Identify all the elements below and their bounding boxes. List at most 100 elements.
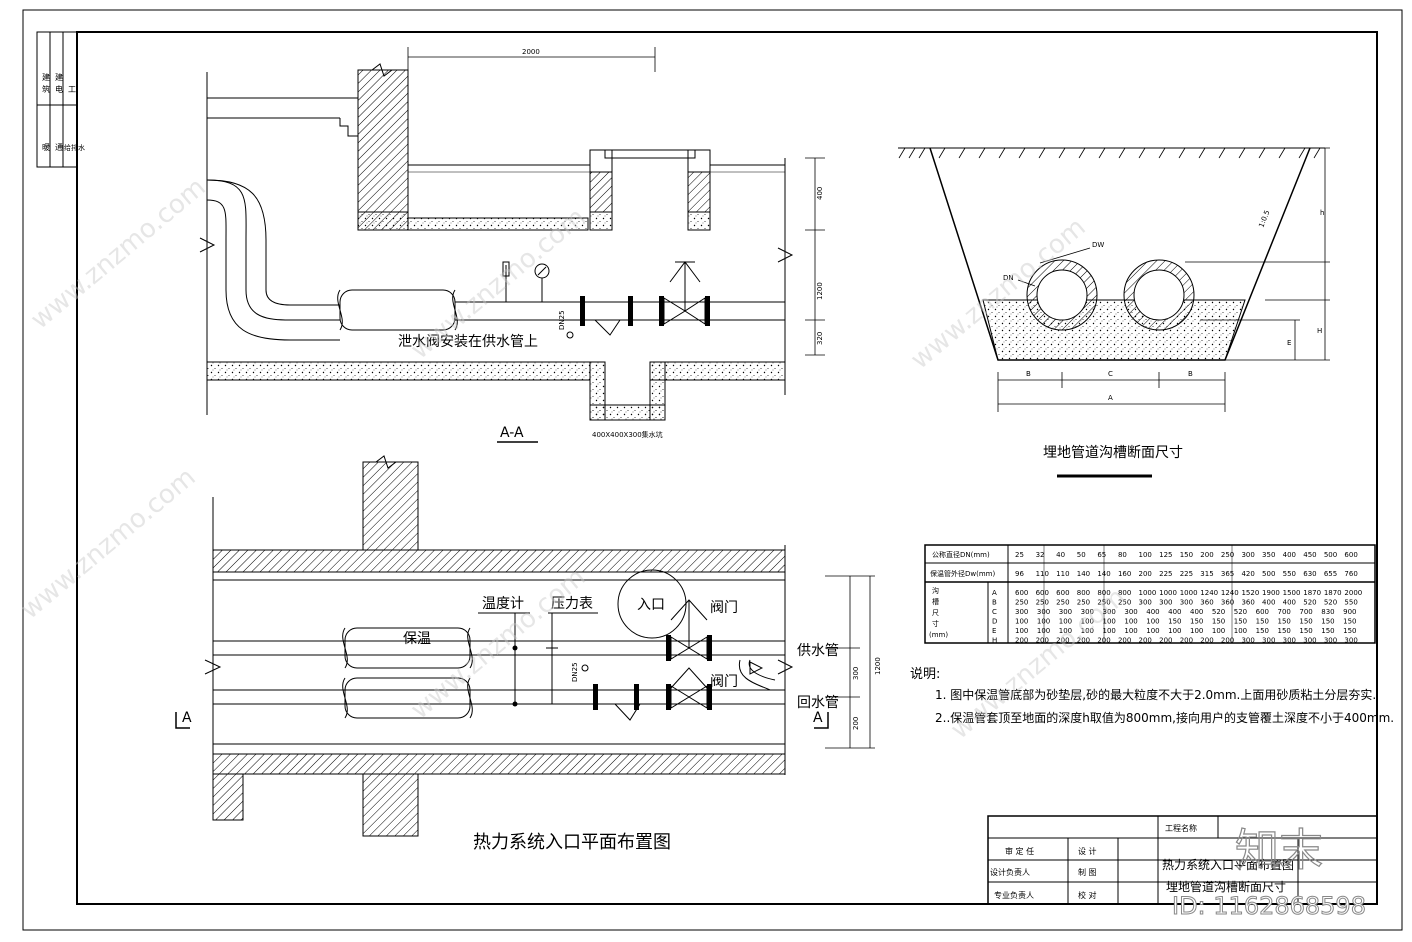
table-cell: 100 <box>1190 627 1203 635</box>
tb-project-name: 工程名称 <box>1165 823 1197 833</box>
side-strip-c1a: 建 <box>42 72 50 82</box>
table-cell: 200 <box>1077 637 1090 645</box>
table-cell: 300 <box>1283 637 1296 645</box>
table-cell: 140 <box>1097 570 1110 578</box>
plan-insulation: 保温 <box>403 631 431 647</box>
tb-r3c1: 专业负责人 <box>994 890 1034 900</box>
side-strip-c3c: 给排水 <box>64 143 85 152</box>
table-cell: 300 <box>1241 637 1254 645</box>
table-cell: 100 <box>1103 618 1116 626</box>
table-cell: 200 <box>1200 551 1213 559</box>
table-cell: 160 <box>1118 570 1131 578</box>
plan-pressure-gauge: 压力表 <box>551 596 593 612</box>
table-cell: 200 <box>1097 637 1110 645</box>
table-cell: 500 <box>1324 551 1337 559</box>
tb-drawing-name-1: 热力系统入口平面布置图 <box>1162 858 1294 872</box>
table-cell: 1240 <box>1200 589 1218 597</box>
table-cell: 300 <box>1103 608 1116 616</box>
table-cell: 250 <box>1036 599 1049 607</box>
table-cell: 200 <box>1139 637 1152 645</box>
table-cell: 600 <box>1056 589 1069 597</box>
table-cell: 200 <box>1200 637 1213 645</box>
table-cell: 100 <box>1124 627 1137 635</box>
outer-frame <box>22 9 1403 931</box>
table-cell: 100 <box>1168 627 1181 635</box>
tb-r1c1: 审 定 任 <box>1005 846 1034 856</box>
table-row-letter: E <box>992 627 996 635</box>
wm-logo: 知末 <box>1235 825 1323 876</box>
table-cell: 100 <box>1234 627 1247 635</box>
table-row-letter: A <box>992 589 997 597</box>
title-block: 工程名称 审 定 任 设计负责人 专业负责人 设 计 制 图 校 对 热力系统入… <box>987 815 1378 905</box>
table-cell: 250 <box>1118 599 1131 607</box>
table-cell: 300 <box>1059 608 1072 616</box>
table-cell: 600 <box>1256 608 1269 616</box>
notes: 说明: 1. 图中保温管底部为砂垫层,砂的最大粒度不大于2.0mm.上面用砂质粘… <box>910 667 1394 725</box>
table-row-letter: C <box>992 608 997 616</box>
side-strip: 建 筑 建 电 工 暖 通 给排水 <box>36 31 85 168</box>
table-cell: 100 <box>1037 618 1050 626</box>
side-strip-c3b: 通 <box>55 142 63 152</box>
table-cell: 350 <box>1262 551 1275 559</box>
tb-drawing-name-2: 埋地管道沟槽断面尺寸 <box>1166 879 1286 894</box>
table-cell: 125 <box>1159 551 1172 559</box>
table-cell: 400 <box>1283 551 1296 559</box>
table-cell: 100 <box>1037 627 1050 635</box>
table-cell: 150 <box>1212 618 1225 626</box>
plan-dim-200: 200 <box>852 717 860 730</box>
table-side-label: 槽 <box>932 597 939 606</box>
table-cell: 360 <box>1200 599 1213 607</box>
trench-a: A <box>1108 394 1113 402</box>
side-strip-c2b: 电 <box>55 84 63 94</box>
table-cell: 360 <box>1241 599 1254 607</box>
trench-b-left: B <box>1026 370 1031 378</box>
table-row-letter: B <box>992 599 997 607</box>
side-strip-c2c: 工 <box>68 85 76 94</box>
table-cell: 300 <box>1015 608 1028 616</box>
table-cell: 700 <box>1299 608 1312 616</box>
table-cell: 500 <box>1262 570 1275 578</box>
table-cell: 300 <box>1124 608 1137 616</box>
table-cell: 300 <box>1159 599 1172 607</box>
table-cell: 150 <box>1190 618 1203 626</box>
table-cell: 150 <box>1343 627 1356 635</box>
table-cell: 360 <box>1221 599 1234 607</box>
table-cell: 1000 <box>1139 589 1157 597</box>
table-cell: 96 <box>1015 570 1024 578</box>
table-cell: 100 <box>1146 627 1159 635</box>
table-cell: 700 <box>1278 608 1291 616</box>
table-row-letter: D <box>992 618 997 626</box>
table-cell: 150 <box>1256 618 1269 626</box>
wm-site-5: www.znzmo.com <box>405 562 591 725</box>
table-side-label: (mm) <box>929 631 948 639</box>
table-cell: 150 <box>1278 618 1291 626</box>
plan-section-mark-right: A <box>813 710 823 726</box>
table-cell: 225 <box>1159 570 1172 578</box>
table-cell: 25 <box>1015 551 1024 559</box>
trench-h-big: H <box>1317 327 1322 335</box>
table-row-letter: H <box>992 637 997 645</box>
table-cell: 300 <box>1139 599 1152 607</box>
notes-item-1: 1. 图中保温管底部为砂垫层,砂的最大粒度不大于2.0mm.上面用砂质粘土分层夯… <box>935 687 1376 702</box>
table-cell: 300 <box>1241 551 1254 559</box>
table-cell: 250 <box>1077 599 1090 607</box>
side-strip-c1b: 筑 <box>42 84 50 94</box>
table-cell: 400 <box>1168 608 1181 616</box>
plan-valve-bottom: 阀门 <box>710 674 738 690</box>
table-cell: 450 <box>1303 551 1316 559</box>
table-cell: 250 <box>1015 599 1028 607</box>
table-cell: 225 <box>1180 570 1193 578</box>
table-cell: 40 <box>1056 551 1065 559</box>
table-cell: 830 <box>1321 608 1334 616</box>
table-cell: 550 <box>1283 570 1296 578</box>
table-cell: 300 <box>1037 608 1050 616</box>
table-cell: 150 <box>1180 551 1193 559</box>
plan-thermometer: 温度计 <box>482 596 524 612</box>
table-cell: 1000 <box>1180 589 1198 597</box>
table-cell: 1870 <box>1324 589 1342 597</box>
table-cell: 150 <box>1299 618 1312 626</box>
table-cell: 65 <box>1097 551 1106 559</box>
table-cell: 1900 <box>1262 589 1280 597</box>
